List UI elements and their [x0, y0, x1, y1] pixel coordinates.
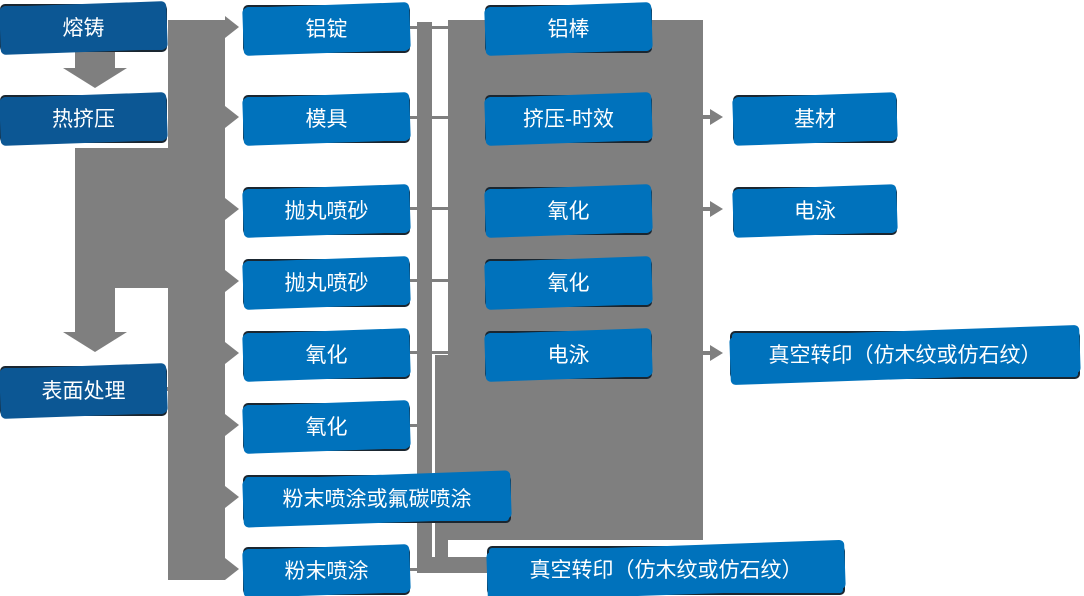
arrow-right-icon: [710, 345, 723, 361]
node-oxidation-3: 氧化: [485, 187, 652, 235]
connector-mid-bus-2: [435, 355, 448, 573]
node-base-material: 基材: [733, 95, 897, 143]
node-powder-coating: 粉末喷涂: [243, 547, 410, 595]
arrow-right-icon: [225, 558, 239, 580]
arrow-down-icon: [63, 332, 127, 352]
connector-output-stub: [703, 115, 711, 119]
connector-left-blob: [75, 148, 225, 288]
connector-output-stub: [703, 351, 711, 355]
connector-row-stub: [406, 568, 417, 571]
arrow-right-icon: [225, 414, 239, 436]
node-shot-blasting-1: 抛丸喷砂: [243, 187, 410, 235]
connector-down-arrow-1-shaft: [75, 48, 115, 70]
connector-row-stub: [406, 424, 417, 427]
node-oxidation-4: 氧化: [485, 259, 652, 307]
arrow-right-icon: [225, 198, 239, 220]
connector-down-arrow-2-shaft: [75, 286, 115, 334]
arrow-right-icon: [710, 109, 723, 125]
connector-left-trunk: [168, 20, 225, 580]
node-shot-blasting-2: 抛丸喷砂: [243, 259, 410, 307]
connector-row-link: [406, 279, 448, 282]
connector-mid-bus: [417, 22, 432, 573]
connector-output-stub: [703, 207, 711, 211]
node-oxidation-1: 氧化: [243, 331, 410, 379]
node-powder-or-fluorocarbon-coating: 粉末喷涂或氟碳喷涂: [243, 475, 511, 523]
connector-row-link: [406, 116, 448, 119]
arrow-right-icon: [225, 270, 239, 292]
arrow-right-icon: [225, 106, 239, 128]
connector-row-link: [406, 26, 448, 29]
node-melting: 熔铸: [0, 4, 167, 52]
node-mold: 模具: [243, 95, 410, 143]
node-vacuum-transfer-right: 真空转印（仿木纹或仿石纹）: [730, 331, 1080, 379]
connector-row-link: [406, 207, 448, 210]
node-electrophoresis-1: 电泳: [485, 331, 652, 379]
arrow-right-icon: [225, 342, 239, 364]
connector-row-link: [406, 351, 448, 354]
node-vacuum-transfer-bottom: 真空转印（仿木纹或仿石纹）: [487, 546, 845, 595]
arrow-right-icon: [710, 201, 723, 217]
node-electrophoresis-2: 电泳: [733, 187, 897, 235]
node-extrusion-aging: 挤压-时效: [485, 95, 652, 143]
node-surface-treatment: 表面处理: [0, 366, 167, 416]
arrow-right-icon: [225, 486, 239, 508]
node-aluminum-ingot: 铝锭: [243, 5, 410, 53]
arrow-right-icon: [225, 16, 239, 38]
node-hot-extrusion: 热挤压: [0, 95, 167, 143]
arrow-down-icon: [63, 68, 127, 88]
node-oxidation-2: 氧化: [243, 403, 410, 451]
connector-bottom-elbow: [417, 557, 491, 573]
node-aluminum-rod: 铝棒: [485, 5, 652, 53]
